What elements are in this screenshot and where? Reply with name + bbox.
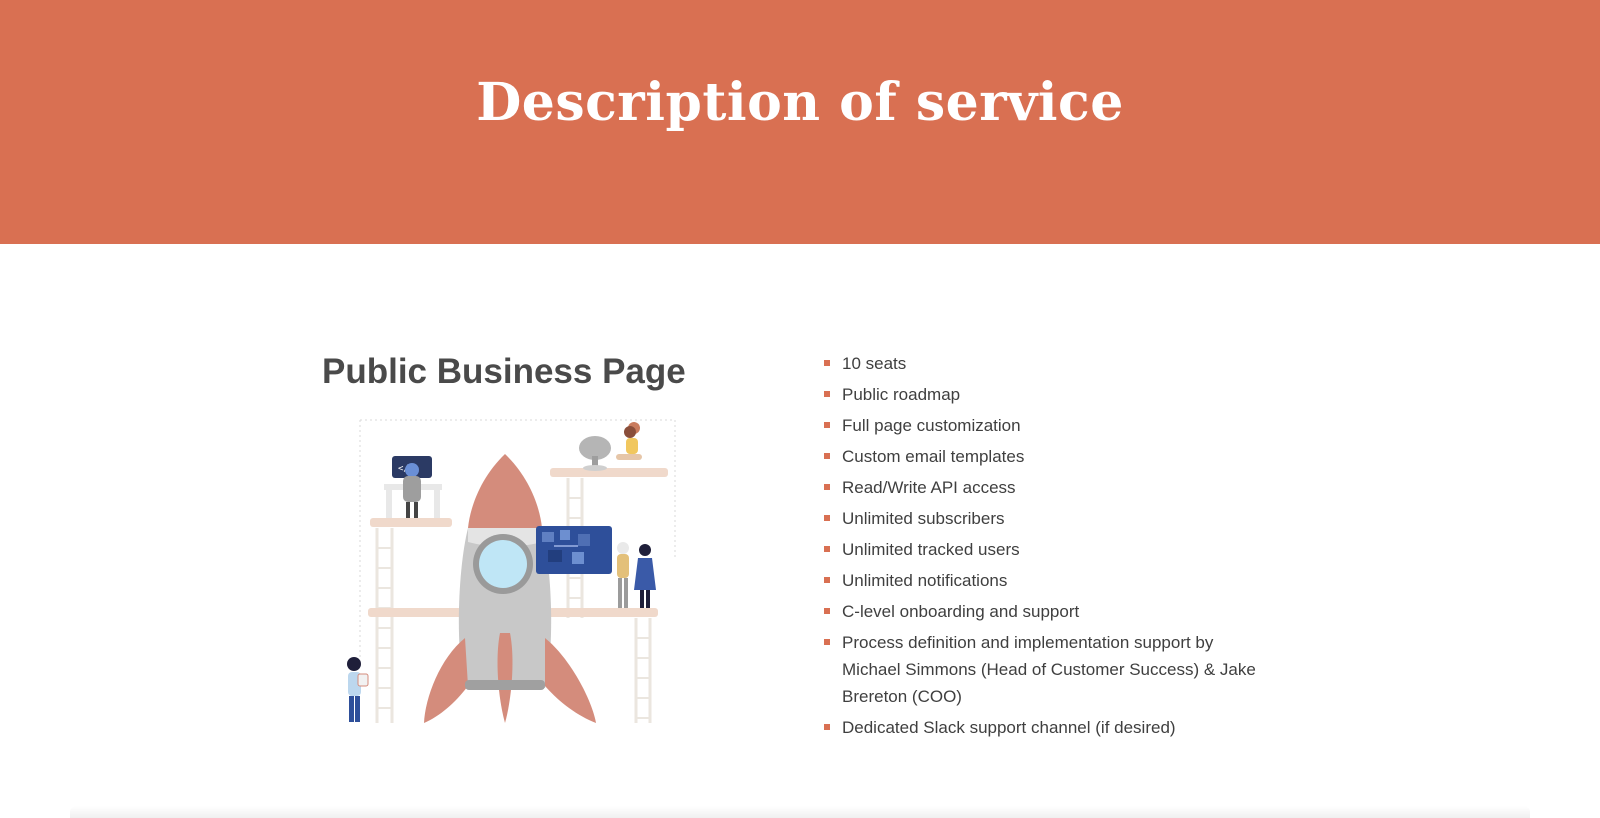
list-item: Read/Write API access [822, 474, 1262, 501]
square-bullet-icon [824, 453, 830, 459]
section-title: Public Business Page [322, 352, 686, 391]
footer-edge [70, 806, 1530, 818]
list-item-text: Unlimited notifications [842, 571, 1008, 590]
list-item: 10 seats [822, 350, 1262, 377]
square-bullet-icon [824, 577, 830, 583]
feature-list: 10 seats Public roadmap Full page custom… [822, 350, 1262, 745]
square-bullet-icon [824, 608, 830, 614]
list-item-text: Full page customization [842, 416, 1021, 435]
list-item: Unlimited notifications [822, 567, 1262, 594]
square-bullet-icon [824, 546, 830, 552]
list-item: Dedicated Slack support channel (if desi… [822, 714, 1262, 741]
list-item-text: Public roadmap [842, 385, 961, 404]
list-item: Process definition and implementation su… [822, 629, 1262, 710]
list-item: Unlimited tracked users [822, 536, 1262, 563]
square-bullet-icon [824, 422, 830, 428]
page-title: Description of service [476, 72, 1124, 133]
list-item: Unlimited subscribers [822, 505, 1262, 532]
list-item: Full page customization [822, 412, 1262, 439]
list-item-text: Unlimited tracked users [842, 540, 1020, 559]
square-bullet-icon [824, 484, 830, 490]
square-bullet-icon [824, 391, 830, 397]
header-banner: Description of service [0, 0, 1600, 244]
square-bullet-icon [824, 515, 830, 521]
list-item-text: Read/Write API access [842, 478, 1016, 497]
rocket-illustration: </> [347, 419, 676, 723]
list-item: Public roadmap [822, 381, 1262, 408]
list-item-text: C-level onboarding and support [842, 602, 1080, 621]
square-bullet-icon [824, 360, 830, 366]
square-bullet-icon [824, 724, 830, 730]
square-bullet-icon [824, 639, 830, 645]
list-item-text: Unlimited subscribers [842, 509, 1005, 528]
list-item: C-level onboarding and support [822, 598, 1262, 625]
list-item-text: Process definition and implementation su… [842, 633, 1256, 706]
list-item-text: Dedicated Slack support channel (if desi… [842, 718, 1176, 737]
list-item: Custom email templates [822, 443, 1262, 470]
list-item-text: Custom email templates [842, 447, 1025, 466]
list-item-text: 10 seats [842, 354, 907, 373]
